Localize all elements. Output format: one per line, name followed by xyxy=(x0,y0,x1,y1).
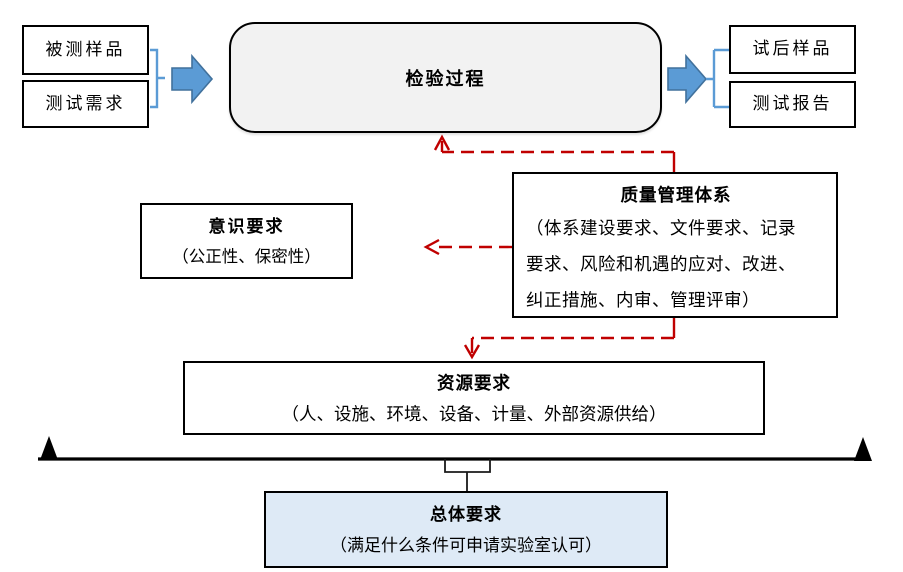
resources-box-title: 资源要求 xyxy=(437,373,511,393)
arrow-up-icon xyxy=(433,134,451,151)
left-pylon-triangle-icon xyxy=(40,436,58,460)
block-arrow-right-icon xyxy=(667,53,708,105)
output-box-report-label: 测试报告 xyxy=(752,94,833,114)
right-bracket-connector xyxy=(706,48,729,109)
resources-box-body: （人、设施、环境、设备、计量、外部资源供给） xyxy=(281,404,667,424)
right-pylon-triangle-icon xyxy=(854,437,872,461)
output-box-sample: 试后样品 xyxy=(729,25,856,74)
awareness-box-body: （公正性、保密性） xyxy=(172,247,321,266)
output-box-sample-label: 试后样品 xyxy=(752,39,833,59)
overall-box-body: （满足什么条件可申请实验室认可） xyxy=(330,535,602,555)
awareness-box: 意识要求 （公正性、保密性） xyxy=(140,203,353,279)
input-box-sample: 被测样品 xyxy=(22,25,149,75)
input-box-requirements: 测试需求 xyxy=(22,80,149,128)
qms-box-title: 质量管理体系 xyxy=(620,185,732,205)
output-box-report: 测试报告 xyxy=(729,81,856,128)
resources-box: 资源要求 （人、设施、环境、设备、计量、外部资源供给） xyxy=(183,361,765,435)
arrow-down-icon xyxy=(463,344,481,360)
process-box-label: 检验过程 xyxy=(405,68,486,89)
left-bracket-connector xyxy=(150,48,165,109)
awareness-box-title: 意识要求 xyxy=(208,217,285,236)
block-arrow-right-icon xyxy=(171,53,214,105)
overall-box-title: 总体要求 xyxy=(430,504,502,524)
qms-box-body-line: （体系建设要求、文件要求、记录 xyxy=(526,218,796,238)
input-box-requirements-label: 测试需求 xyxy=(45,93,126,113)
qms-box: 质量管理体系 （体系建设要求、文件要求、记录 要求、风险和机遇的应对、改进、 纠… xyxy=(512,172,838,318)
qms-box-body-line: 要求、风险和机遇的应对、改进、 xyxy=(526,254,796,274)
foundation-brace-connector xyxy=(444,459,491,491)
input-box-sample-label: 被测样品 xyxy=(45,39,126,59)
process-box: 检验过程 xyxy=(229,22,662,133)
qms-box-body-line: 纠正措施、内审、管理评审） xyxy=(526,290,760,310)
overall-box: 总体要求 （满足什么条件可申请实验室认可） xyxy=(264,491,668,568)
arrow-left-icon xyxy=(423,238,440,256)
